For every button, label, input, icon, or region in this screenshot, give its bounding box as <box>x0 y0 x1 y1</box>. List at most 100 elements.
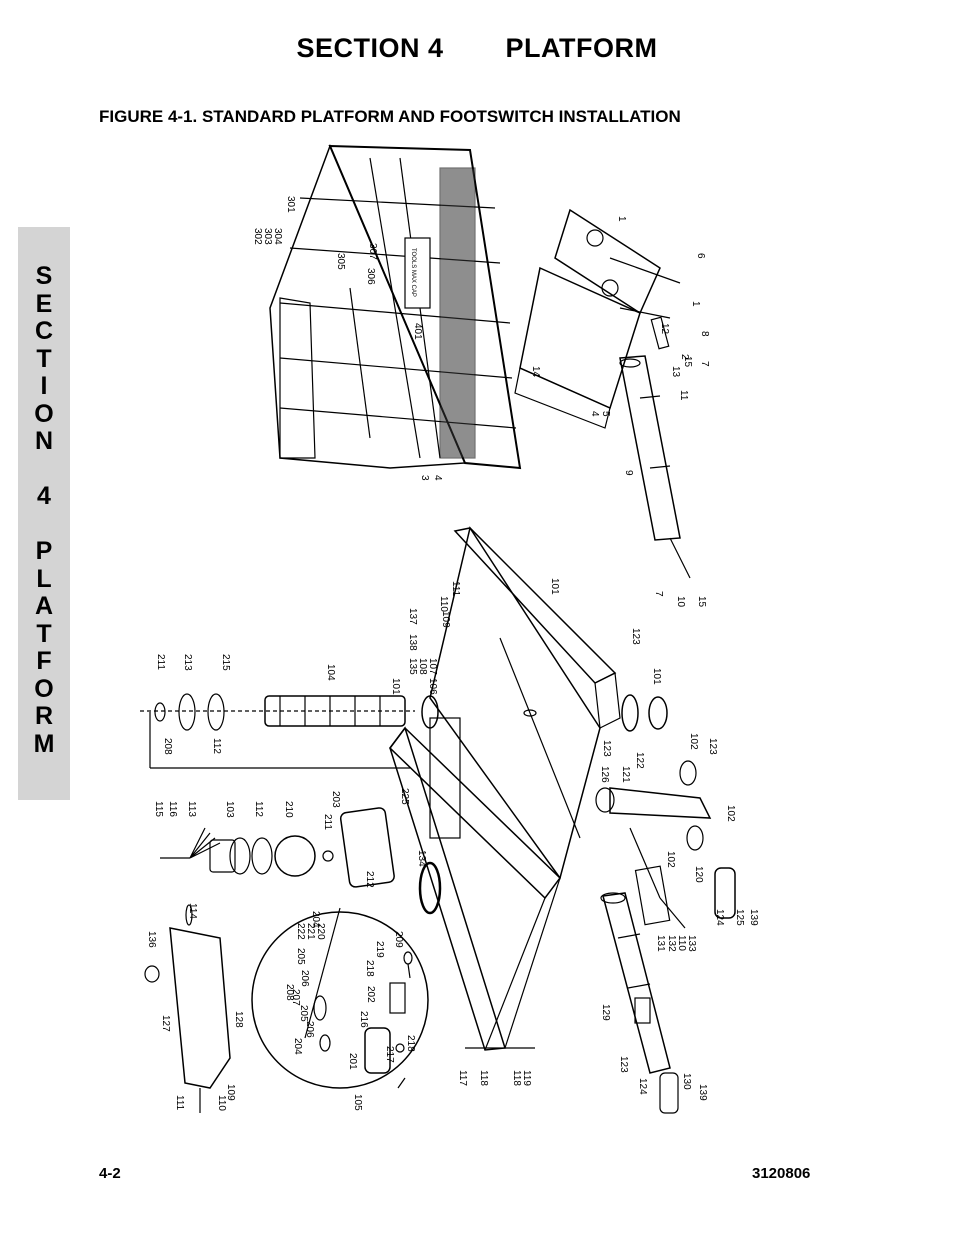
side-tab-letters: S E C T I O N 4 P L A T F O R M <box>18 263 70 758</box>
callout-label: 5 <box>600 411 611 417</box>
callout-label: 208 <box>284 984 295 1001</box>
side-tab-letter: 4 <box>37 482 51 510</box>
callout-label: 203 <box>330 791 341 808</box>
callout-label: 215 <box>220 654 231 671</box>
callout-label: 120 <box>693 866 704 883</box>
platform-basket: TOOLS MAX CAP <box>269 143 522 470</box>
callout-label: 211 <box>155 654 166 670</box>
side-tab-letter: T <box>36 344 52 373</box>
figure-title: FIGURE 4-1. STANDARD PLATFORM AND FOOTSW… <box>99 107 681 126</box>
side-tab-letter: O <box>34 399 54 428</box>
support-frame <box>389 526 621 1051</box>
callout-label: 6 <box>695 253 706 259</box>
callout-label: 217 <box>384 1046 395 1063</box>
callout-labels: 301 302 303 304 305 306 307 401 1 6 1 12… <box>146 196 759 1111</box>
side-tab-letter: I <box>40 372 48 400</box>
callout-label: 135 <box>407 658 418 675</box>
callout-label: 133 <box>686 935 697 952</box>
footswitch-detail-circle <box>251 907 429 1089</box>
callout-label: 10 <box>675 596 686 608</box>
callout-label: 3 <box>419 475 430 481</box>
callout-label: 105 <box>352 1094 363 1111</box>
callout-label: 101 <box>390 678 401 695</box>
callout-label: 101 <box>549 578 560 595</box>
callout-label: 301 <box>285 196 296 213</box>
callout-label: 306 <box>365 268 376 285</box>
mount-bracket <box>514 208 681 429</box>
callout-label: 9 <box>623 470 634 476</box>
callout-label: 122 <box>634 752 645 769</box>
callout-label: 139 <box>697 1084 708 1101</box>
callout-label: 119 <box>521 1070 532 1086</box>
callout-label: 102 <box>688 733 699 750</box>
side-tab-letter: L <box>36 564 52 593</box>
callout-label: 202 <box>365 986 376 1003</box>
callout-label: 124 <box>714 909 725 926</box>
callout-label: 4 <box>589 411 600 417</box>
callout-label: 121 <box>620 766 631 783</box>
callout-label: 130 <box>681 1073 692 1090</box>
section-side-tab: S E C T I O N 4 P L A T F O R M <box>18 227 70 800</box>
callout-label: 101 <box>651 668 662 685</box>
callout-label: 126 <box>599 766 610 783</box>
callout-label: 1 <box>690 301 701 307</box>
callout-label: 109 <box>440 611 451 628</box>
callout-label: 134 <box>416 850 427 867</box>
callout-label: 128 <box>233 1011 244 1028</box>
callout-label: 221 <box>305 923 316 940</box>
callout-label: 8 <box>699 331 710 337</box>
callout-label: 14 <box>530 366 541 378</box>
callout-label: 125 <box>734 909 745 926</box>
callout-label: 115 <box>153 801 164 817</box>
callout-label: 206 <box>299 970 310 987</box>
callout-label: 201 <box>347 1053 358 1070</box>
side-tab-letter: M <box>33 729 55 758</box>
side-tab-letter: T <box>36 619 52 648</box>
callout-label: 218 <box>405 1035 416 1052</box>
callout-label: 116 <box>167 801 178 817</box>
callout-label: 102 <box>665 851 676 868</box>
callout-label: 213 <box>182 654 193 671</box>
callout-label: 13 <box>670 366 681 378</box>
section-name: PLATFORM <box>505 33 658 63</box>
exploded-view-drawing: TOOLS MAX CAP <box>140 138 810 1128</box>
callout-label: 137 <box>407 608 418 625</box>
footswitch-cover <box>144 927 535 1113</box>
callout-label: 110 <box>438 596 449 612</box>
callout-label: 305 <box>335 253 346 270</box>
callout-label: 117 <box>457 1070 468 1086</box>
callout-label: 210 <box>283 801 294 818</box>
callout-label: 127 <box>160 1015 171 1032</box>
callout-label: 204 <box>310 911 321 928</box>
section-heading: SECTION 4 PLATFORM <box>0 33 954 64</box>
callout-label: 123 <box>630 628 641 645</box>
page-number: 4-2 <box>99 1165 121 1182</box>
callout-label: 110 <box>216 1095 227 1111</box>
callout-label: 104 <box>325 664 336 681</box>
slave-cylinder <box>600 892 679 1114</box>
callout-label: 222 <box>295 923 306 940</box>
side-tab-letter: F <box>36 647 52 675</box>
callout-label: 131 <box>655 935 666 952</box>
callout-label: 207 <box>290 989 301 1006</box>
callout-label: 2 <box>679 354 690 360</box>
side-tab-letter: R <box>34 702 54 730</box>
section-label: SECTION 4 <box>296 33 444 63</box>
callout-label: 108 <box>417 658 428 675</box>
callout-label: 219 <box>374 941 385 958</box>
platform-assembly-illustration: TOOLS MAX CAP <box>140 143 759 1114</box>
callout-label: 109 <box>225 1084 236 1101</box>
footswitch-parts <box>160 807 442 926</box>
callout-label: 218 <box>364 960 375 977</box>
callout-label: 110 <box>676 935 687 951</box>
callout-label: 118 <box>511 1070 522 1086</box>
callout-label: 206 <box>304 1021 315 1038</box>
callout-label: 118 <box>478 1070 489 1086</box>
level-cylinder <box>619 316 691 579</box>
callout-label: 11 <box>678 390 689 401</box>
callout-label: 209 <box>393 931 404 948</box>
side-tab-letter: A <box>34 592 54 620</box>
side-tab-letter: S <box>35 262 53 290</box>
max-cap-decal: TOOLS MAX CAP <box>410 248 416 297</box>
callout-label: 220 <box>315 923 326 940</box>
